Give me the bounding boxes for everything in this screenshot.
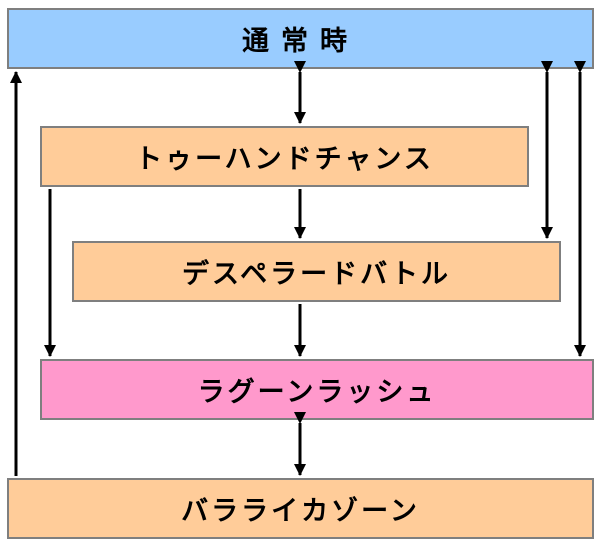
node-balalaika-zone-label: バラライカゾーン [181,496,420,527]
node-lagoon-rush: ラグーンラッシュ [40,359,594,420]
node-lagoon-rush-label: ラグーンラッシュ [197,377,437,408]
node-desperado-battle: デスペラードバトル [72,241,561,302]
node-two-hand-chance: トゥーハンドチャンス [40,126,529,187]
node-balalaika-zone: バラライカゾーン [7,478,594,539]
node-normal: 通常時 [7,8,594,69]
node-two-hand-chance-label: トゥーハンドチャンス [135,144,434,175]
node-desperado-battle-label: デスペラードバトル [182,259,451,290]
node-normal-label: 通常時 [242,26,359,57]
